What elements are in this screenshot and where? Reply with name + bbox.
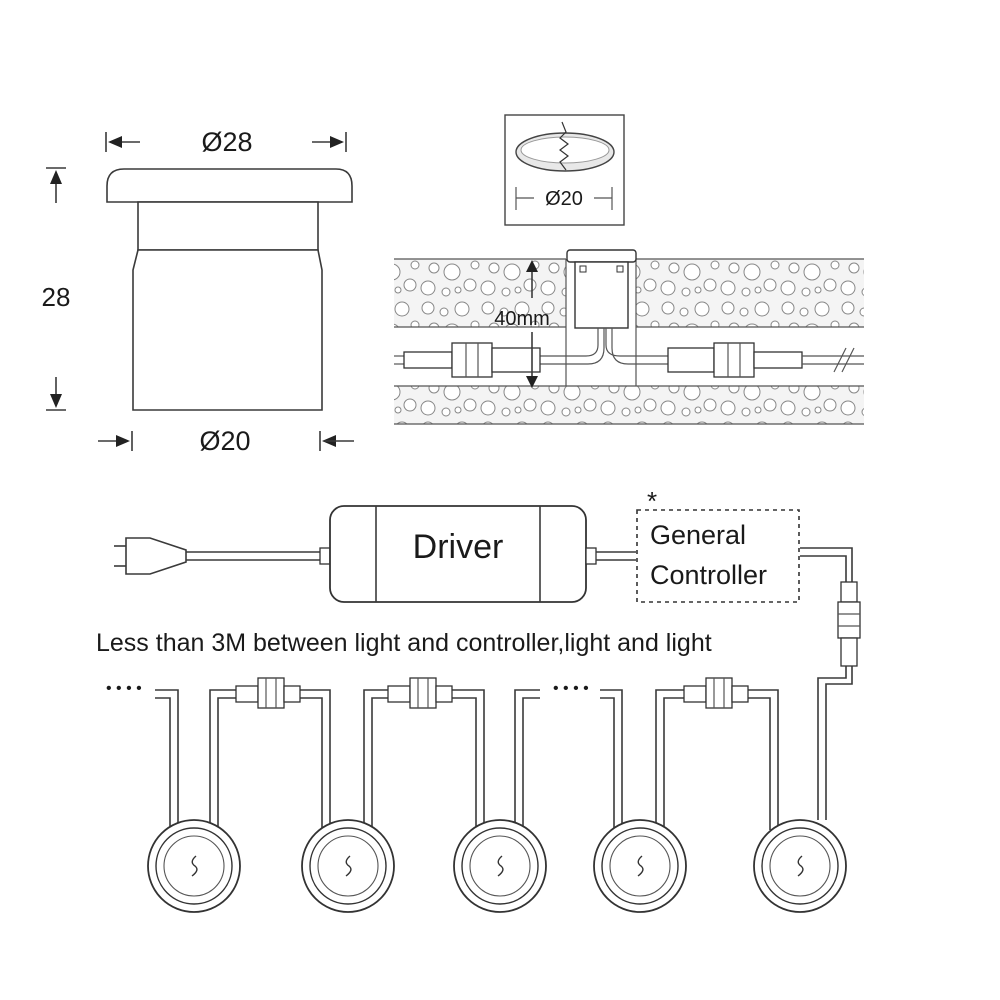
chain-connector (387, 677, 453, 709)
light-cable (300, 697, 323, 830)
chain-connector (683, 677, 749, 709)
connector-male (840, 581, 858, 603)
deck-base (394, 386, 864, 424)
cable-gland (585, 547, 597, 565)
chain-cable (825, 666, 853, 820)
install-section: 40mm (394, 249, 864, 425)
light-cable (300, 689, 331, 830)
installed-lamp-body (574, 261, 629, 329)
light-cable (600, 697, 615, 830)
lamp-cable-right (605, 328, 668, 357)
break-mark (841, 347, 855, 373)
arrowhead-icon (526, 260, 538, 272)
lamp-cable-left (540, 328, 599, 357)
installed-lamp-cap (566, 249, 637, 263)
connector-female (840, 637, 858, 667)
hole-diameter-label: Ø20 (545, 188, 583, 210)
deck-light (753, 819, 847, 913)
height-label: 28 (42, 282, 71, 312)
lamp-body (132, 249, 323, 411)
connector-male (403, 351, 453, 369)
drill-hole-inner (520, 136, 610, 164)
controller-cable (800, 555, 847, 582)
light-cable (600, 689, 623, 830)
light-cable (522, 697, 540, 830)
cable-gland (319, 547, 331, 565)
wave-icon (637, 855, 644, 877)
chain-connector (235, 677, 301, 709)
clip (579, 265, 587, 273)
connector-nut (837, 601, 861, 639)
spacing-note: Less than 3M between light and controlle… (96, 629, 712, 657)
wave-icon (797, 855, 804, 877)
clip (616, 265, 624, 273)
light-cable (371, 697, 388, 830)
controller-label-line2: Controller (650, 560, 767, 590)
light-cable (663, 697, 684, 830)
top-diameter-label: Ø28 (201, 127, 252, 157)
deck-light (453, 819, 547, 913)
wave-icon (191, 855, 198, 877)
deck-surface-left (394, 259, 566, 327)
wave-icon (497, 855, 504, 877)
optional-marker: * (647, 486, 657, 516)
more-lights-ellipsis: • • • • (106, 680, 142, 697)
arrowhead-icon (108, 136, 122, 148)
deck-light (147, 819, 241, 913)
light-cable (217, 697, 236, 830)
arrowhead-icon (50, 170, 62, 184)
bottom-diameter-label: Ø20 (199, 426, 250, 456)
light-cable (209, 689, 236, 830)
connector-nut (451, 342, 493, 378)
power-plug-icon (125, 537, 187, 575)
connector-nut (713, 342, 755, 378)
crack-icon (559, 121, 569, 171)
light-cable (452, 697, 477, 830)
cutout-detail: Ø20 (504, 114, 625, 226)
lamp-collar (137, 201, 319, 251)
connector-male (753, 351, 803, 369)
general-controller-box (636, 509, 800, 603)
light-cable (748, 689, 779, 830)
lamp-cable-right (611, 328, 668, 365)
side-view: Ø28 28 Ø20 (42, 127, 354, 456)
deck-light (593, 819, 687, 913)
controller-cable (800, 547, 853, 582)
chain-cable (817, 666, 847, 820)
break-mark (833, 347, 847, 373)
deck-surface-right (636, 259, 864, 327)
light-cable (452, 689, 485, 830)
depth-label: 40mm (494, 308, 550, 330)
arrowhead-icon (526, 376, 538, 388)
light-cable (748, 697, 771, 830)
arrowhead-icon (116, 435, 130, 447)
light-cable (514, 689, 540, 830)
lamp-cap (106, 168, 353, 203)
lamp-cable-left (540, 328, 605, 365)
light-row (147, 819, 847, 913)
controller-label-line1: General (650, 520, 746, 550)
more-lights-ellipsis: • • • • (553, 680, 589, 697)
connector-female (667, 347, 715, 373)
light-cable (363, 689, 388, 830)
light-cable (155, 697, 171, 830)
light-cable (155, 689, 179, 830)
arrowhead-icon (50, 394, 62, 408)
wiring-diagram: Driver * General Controller Less than 3M… (96, 486, 861, 913)
wave-icon (345, 855, 352, 877)
deck-light (301, 819, 395, 913)
driver-label: Driver (413, 528, 504, 566)
arrowhead-icon (330, 136, 344, 148)
light-cable (655, 689, 684, 830)
